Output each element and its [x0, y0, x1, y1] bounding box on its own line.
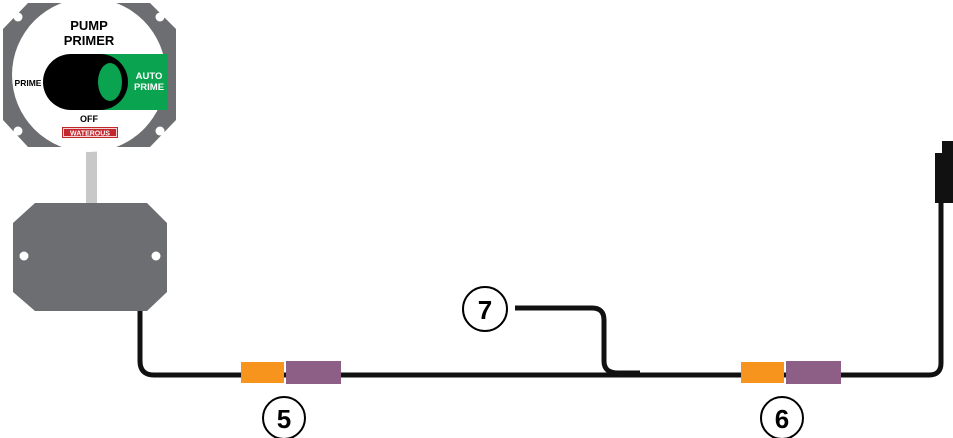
wiring-harness: [137, 203, 944, 378]
panel-screw-top-right: [155, 12, 165, 22]
callout-5-label: 5: [277, 404, 291, 434]
callout-7-circle: [462, 286, 508, 332]
pump-primer-panel: PUMP PRIMER PRIME AUTO PRIME OFF WATEROU…: [3, 0, 176, 152]
callout-7-label: 7: [478, 295, 492, 325]
panel-screw-top-left: [13, 12, 23, 22]
panel-title-line2: PRIMER: [64, 33, 115, 48]
switch-indicator-light: [98, 63, 122, 101]
panel-screw-bottom-right: [155, 126, 165, 136]
callout-5: 5: [262, 396, 306, 438]
callout-5-circle: [262, 396, 306, 438]
switch-auto-prime-label-line2: PRIME: [134, 82, 164, 93]
brand-plate: [62, 127, 118, 138]
module-mount-hole-left: [19, 251, 29, 261]
connector-5-orange-plug: [241, 362, 284, 383]
switch-prime-label: PRIME: [15, 78, 42, 88]
brand-plate-border: [63, 128, 117, 137]
mounting-stem: [86, 147, 97, 203]
callout-6-label: 6: [775, 404, 789, 434]
switch-off-label: OFF: [80, 114, 98, 124]
right-edge-component: [935, 141, 953, 203]
brand-label: WATEROUS: [70, 131, 110, 138]
panel-title-line1: PUMP: [70, 18, 108, 33]
module-housing: [13, 203, 167, 311]
branch-cable-7: [515, 305, 640, 376]
callout-6: 6: [760, 396, 804, 438]
switch-auto-prime-label-line1: AUTO: [136, 71, 163, 82]
module-mount-hole-right: [151, 251, 161, 261]
connector-6: [741, 361, 841, 384]
callout-6-circle: [760, 396, 804, 438]
callout-7: 7: [462, 286, 508, 332]
connector-6-orange-plug: [741, 362, 784, 383]
connector-5: [241, 361, 341, 384]
connector-5-purple-plug: [286, 361, 341, 384]
main-cable: [137, 203, 944, 378]
panel-screw-bottom-left: [13, 126, 23, 136]
control-module: [13, 203, 167, 311]
connector-6-purple-plug: [786, 361, 841, 384]
